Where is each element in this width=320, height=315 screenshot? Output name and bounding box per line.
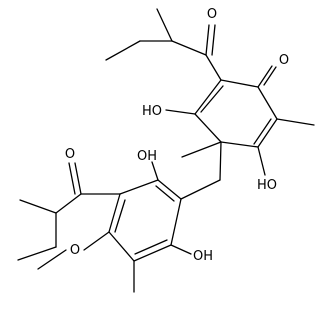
hydroxyl-aromatic-bottom-label: OH bbox=[193, 249, 213, 264]
side-chain-left bbox=[17, 162, 121, 261]
ketone-oxygen-top-label: O bbox=[207, 7, 217, 22]
hydroxyl-upper-right-label: HO bbox=[257, 178, 277, 193]
hydroxyl-aromatic-top-label: OH bbox=[137, 149, 157, 164]
methoxy-group bbox=[37, 249, 67, 270]
benzene-ring bbox=[83, 161, 192, 293]
quinone-oxygen-label: O bbox=[279, 53, 289, 68]
side-chain-top bbox=[105, 8, 222, 81]
ketone-oxygen-left-label: O bbox=[65, 147, 75, 162]
methylene-bridge bbox=[180, 179, 221, 200]
methoxy-oxygen-label: O bbox=[70, 243, 80, 258]
hydroxyl-upper-left-label: HO bbox=[142, 104, 162, 119]
cyclohexadienone-ring bbox=[165, 65, 315, 181]
